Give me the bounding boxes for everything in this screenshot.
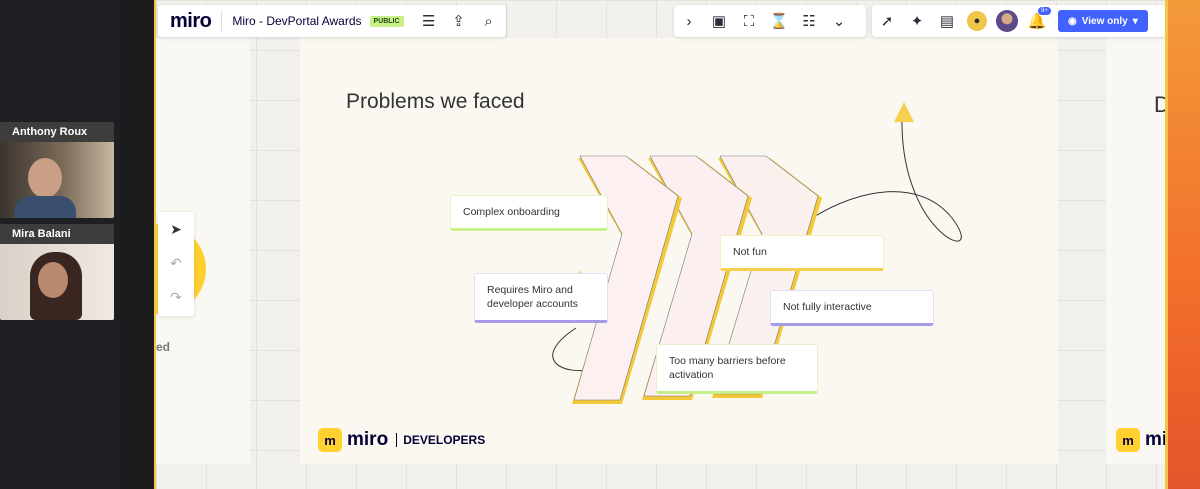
- frame-next[interactable]: [1106, 38, 1165, 464]
- redo-icon[interactable]: ↷: [170, 288, 182, 305]
- board-header-toolbar: miro Miro - DevPortal Awards PUBLIC ☰ ⇪ …: [158, 5, 506, 37]
- eye-icon: ◉: [1068, 15, 1077, 27]
- view-only-button[interactable]: ◉ View only ▾: [1058, 10, 1148, 32]
- frame-previous-text: ed: [156, 340, 171, 354]
- participant-body: [14, 196, 76, 218]
- note-text: Complex onboarding: [463, 206, 560, 218]
- cursor-share-icon[interactable]: ➚: [880, 13, 894, 30]
- participant-name: Anthony Roux: [0, 122, 114, 142]
- miro-logo[interactable]: miro: [170, 9, 212, 32]
- frame-next-title: D: [1154, 92, 1165, 118]
- brand-name: miro: [347, 429, 389, 450]
- arrowhead-right-icon: [894, 102, 914, 122]
- participant-tile-anthony[interactable]: Anthony Roux: [0, 122, 114, 218]
- present-icon[interactable]: ▣: [711, 13, 727, 30]
- frame-problems[interactable]: Problems we faced Complex: [300, 38, 1058, 464]
- sticky-note-barriers[interactable]: Too many barriers before activation: [656, 344, 818, 395]
- slide-title: Problems we faced: [346, 90, 525, 113]
- sticky-note-not-fun[interactable]: Not fun: [720, 235, 884, 272]
- share-icon[interactable]: ⇪: [452, 13, 465, 30]
- chevron-right-icon[interactable]: ›: [686, 12, 692, 30]
- notes-icon[interactable]: ☷: [802, 13, 816, 30]
- miro-logo-icon: m: [1116, 428, 1140, 452]
- side-tool-panel: ➤ ↶ ↷: [158, 212, 194, 316]
- frame-next-logo: m miro: [1116, 428, 1168, 452]
- user-avatar[interactable]: [992, 5, 1022, 37]
- timer-icon[interactable]: ⌛: [769, 13, 789, 30]
- board-tools-toolbar: › ▣ ⛶ ⌛ ☷ ⌄: [674, 5, 866, 37]
- eye-icon[interactable]: ●: [962, 5, 992, 37]
- participant-face: [38, 262, 68, 298]
- sticky-note-not-interactive[interactable]: Not fully interactive: [770, 290, 934, 327]
- sticky-note-complex-onboarding[interactable]: Complex onboarding: [450, 195, 608, 232]
- chevron-down-icon: ▾: [1132, 15, 1138, 27]
- focus-icon[interactable]: ⛶: [743, 12, 755, 30]
- gap-strip: [120, 0, 154, 489]
- notification-badge: 9+: [1038, 7, 1051, 15]
- undo-icon[interactable]: ↶: [170, 254, 182, 271]
- participant-name: Mira Balani: [0, 224, 114, 244]
- view-only-label: View only: [1081, 15, 1128, 27]
- note-text: Requires Miro and developer accounts: [487, 284, 579, 311]
- menu-icon[interactable]: ☰: [421, 13, 436, 30]
- note-text: Too many barriers before activation: [669, 355, 786, 382]
- search-icon[interactable]: ⌕: [484, 12, 493, 30]
- participant-face: [28, 158, 62, 198]
- curve-arrow-right: [811, 117, 962, 242]
- bell-icon[interactable]: 🔔9+: [1022, 5, 1052, 37]
- board-title[interactable]: Miro - DevPortal Awards: [221, 11, 362, 31]
- participant-tile-mira[interactable]: Mira Balani: [0, 224, 114, 320]
- brand-name: miro: [1145, 429, 1168, 450]
- video-panel: Anthony Roux Mira Balani: [0, 0, 120, 489]
- miro-logo-icon: m: [318, 428, 342, 452]
- miro-developers-logo: m miro DEVELOPERS: [318, 428, 485, 452]
- select-cursor-icon[interactable]: ➤: [170, 220, 182, 237]
- chevron-double-down-icon[interactable]: ⌄: [832, 13, 846, 30]
- note-text: Not fully interactive: [783, 301, 872, 313]
- public-badge: PUBLIC: [369, 15, 404, 27]
- miro-board-canvas[interactable]: ed Problems we faced: [154, 0, 1168, 489]
- desktop-background: [1168, 0, 1200, 489]
- collaboration-toolbar: ➚ ✦ ▤ ● 🔔9+ ◉ View only ▾: [872, 5, 1165, 37]
- sticky-note-requires-accounts[interactable]: Requires Miro and developer accounts: [474, 273, 608, 324]
- reaction-icon[interactable]: ✦: [910, 13, 924, 30]
- note-text: Not fun: [733, 246, 767, 258]
- chevron-illustration: [552, 102, 962, 404]
- brand-suffix: DEVELOPERS: [396, 433, 485, 447]
- comment-icon[interactable]: ▤: [939, 13, 955, 30]
